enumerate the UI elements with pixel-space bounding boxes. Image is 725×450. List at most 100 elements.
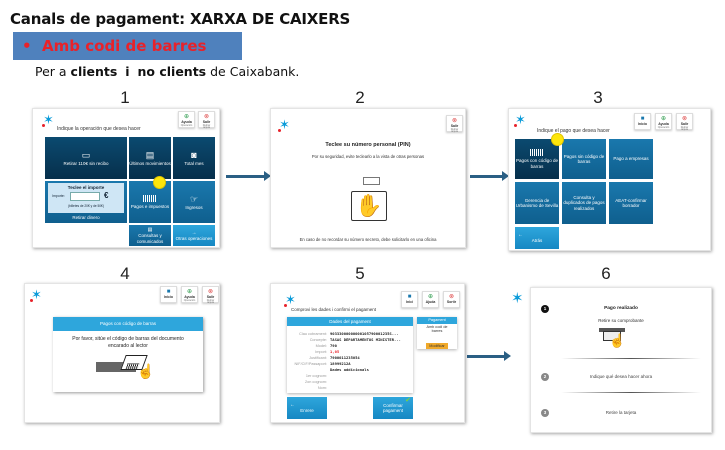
amount-entry-panel: Teclee el importe Importe: € (billetes d… — [48, 183, 124, 213]
banner-label: Amb codi de barres — [42, 37, 207, 55]
exit-sublabel: Retirar tarjeta — [680, 125, 689, 131]
row-key: NIF/CIF/Passaport: — [294, 362, 328, 366]
receipt-slot — [599, 328, 625, 332]
row-value: Dades addicionals — [330, 367, 369, 372]
exit-icon: ⊗ — [451, 118, 458, 124]
atm-screen-6: 1 Pago realizado Retire su comprobante ☝… — [530, 287, 712, 433]
help-label: Ayuda — [184, 295, 195, 299]
amount-entry-title: Teclee el importe — [67, 185, 105, 190]
payment-method-panel: Pagament Amb codi de barres Modificar — [417, 317, 457, 349]
row-value: 7900011235054 — [330, 355, 360, 360]
tile-withdraw-quick[interactable]: ▭Retirar 110€ sin recibo — [45, 137, 127, 179]
document-icon: ▤ — [147, 227, 153, 234]
tile-deposits[interactable]: ☞Ingresos — [173, 181, 215, 223]
magnifier-help-icon: ⊕ — [427, 294, 434, 300]
payment-data-row: 1er cognom: — [287, 373, 401, 379]
tile-pay-companies[interactable]: Pago a empresas — [609, 139, 653, 179]
row-key: 1er cognom: — [305, 374, 327, 378]
receipt-icon: ▤ — [145, 149, 155, 160]
subtitle-bold: i — [125, 64, 130, 79]
tile-urbanism-sevilla[interactable]: Gerencia de Urbanismo de Sevilla — [515, 182, 559, 224]
row-value: 18999212A — [330, 361, 351, 366]
tile-label: Consulta y duplicados de pagos realizado… — [563, 194, 605, 211]
help-label: Ajuda — [425, 300, 436, 304]
bullet: • — [22, 37, 32, 55]
caixabank-logo: ✶ — [514, 113, 526, 128]
hand-icon: ☝ — [137, 363, 155, 379]
take-card-text: Retire la tarjeta — [605, 410, 637, 415]
payment-method-value: Amb codi de barres — [426, 325, 448, 333]
home-label: Inicio — [163, 295, 174, 299]
tile-pay-without-barcode[interactable]: Pagos sin código de barras — [562, 139, 606, 179]
step-number-4: 4 — [120, 264, 130, 283]
barcode-icon — [530, 149, 544, 157]
divider — [561, 392, 701, 393]
payment-data-row: NIF/CIF/Passaport:18999212A — [287, 361, 401, 367]
exit-label: Salir — [680, 122, 689, 126]
tile-aeat-draft[interactable]: AEAT-confirmar borrador — [609, 182, 653, 224]
barcode-dialog: Pagos con código de barras Por favor, si… — [53, 317, 203, 392]
panel-header: Dades del pagament — [287, 317, 413, 326]
touch-highlight-dot — [551, 133, 564, 146]
tile-pay-with-barcode[interactable]: Pagos con código de barras — [515, 139, 559, 179]
row-value: 90333000000000105790001235S... — [330, 331, 399, 336]
tile-label: Otras operaciones — [175, 235, 213, 241]
pin-title: Teclee su número personal (PIN) — [325, 142, 411, 148]
tile-queries[interactable]: ▤Consultas y comunicados — [129, 225, 171, 246]
back-button[interactable]: ←Atrás — [515, 227, 559, 249]
home-label: Inicio — [637, 122, 648, 126]
payment-data-panel: Dades del pagament Clau cobrament:903330… — [287, 317, 413, 393]
step-circle-1: 1 — [541, 305, 549, 313]
help-label: Ayuda — [658, 122, 669, 126]
back-button[interactable]: ←Enrere — [287, 397, 327, 419]
home-button[interactable]: ■Inicio — [160, 286, 177, 303]
payment-data-row: Model:790 — [287, 343, 401, 349]
home-button[interactable]: ■Inici — [401, 291, 418, 308]
subtitle-bold: clients — [70, 64, 118, 79]
caixabank-logo: ✶ — [284, 293, 296, 308]
amount-input[interactable] — [70, 192, 100, 201]
modify-button[interactable]: Modificar — [426, 343, 448, 349]
payment-done-title: Pago realizado — [604, 306, 638, 311]
pin-subtitle: Por su seguridad, evite teclearlo a la v… — [311, 154, 425, 159]
section-banner-text: • Amb codi de barres — [22, 37, 206, 55]
subtitle-text — [130, 64, 138, 79]
tile-withdraw-amount[interactable]: Teclee el importe Importe: € (billetes d… — [45, 181, 127, 223]
page-title: Canals de pagament: XARXA DE CAIXERS — [10, 10, 351, 28]
exit-sublabel: Retirar tarjeta — [206, 298, 215, 304]
tile-label: AEAT-confirmar borrador — [615, 197, 647, 208]
help-button[interactable]: ⊕Ajuda — [422, 291, 439, 308]
tile-other-operations[interactable]: →Otras operaciones — [173, 225, 215, 246]
exit-button[interactable]: ⊗Sortir — [443, 291, 460, 308]
payment-data-row: Concepte:TASAS DEPARTAMENTOS MINISTER... — [287, 337, 401, 343]
screen-prompt: Indique la operación que desea hacer — [57, 126, 141, 132]
receipt-icon — [603, 331, 621, 341]
amount-hint: (billetes de 20€ y de 50€) — [68, 204, 104, 208]
tile-query-duplicates[interactable]: Consulta y duplicados de pagos realizado… — [562, 182, 606, 224]
payment-data-row: Dades addicionals — [287, 367, 401, 373]
help-sublabel: Operación — [657, 125, 670, 129]
tile-month-total[interactable]: ◙Total mes — [173, 137, 215, 179]
step-number-6: 6 — [601, 264, 611, 283]
tile-payments-taxes[interactable]: Pagos e impuestos — [129, 181, 171, 223]
tile-label: Retirar 110€ sin recibo — [63, 160, 109, 166]
tile-label: Enrere — [300, 408, 314, 414]
payment-data-row: 2on cognom: — [287, 379, 401, 385]
home-button[interactable]: ■Inicio — [634, 113, 651, 130]
confirm-payment-button[interactable]: ✔Confirmar pagament — [373, 397, 413, 419]
exit-label: Salir — [202, 120, 211, 124]
tile-last-movements[interactable]: ▤Últimos movimientos — [129, 137, 171, 179]
barcode-reader-slot — [96, 362, 136, 372]
payment-data-row: Clau cobrament:9033300000000010579000123… — [287, 331, 401, 337]
pin-display — [363, 177, 380, 185]
caixabank-logo: ✶ — [42, 113, 54, 128]
